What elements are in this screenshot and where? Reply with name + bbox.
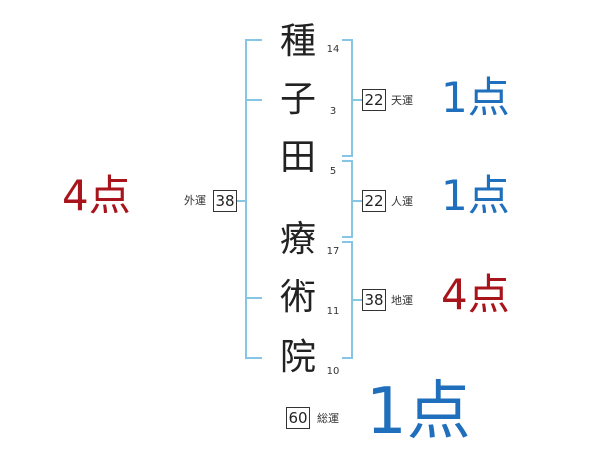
name-char-3: 田 xyxy=(279,137,316,178)
stroke-count-6: 10 xyxy=(326,366,340,377)
tenun-label: 天運 xyxy=(391,94,413,107)
right-bracket-tenun xyxy=(342,39,353,157)
right-bracket-chiun xyxy=(342,241,353,359)
name-char-4: 療 xyxy=(279,219,316,260)
stroke-count-3: 5 xyxy=(329,166,337,177)
souun-label: 総運 xyxy=(317,412,339,425)
souun-score: 1点 xyxy=(366,375,471,449)
stroke-count-1: 14 xyxy=(326,44,340,55)
chiun-label: 地運 xyxy=(391,294,413,307)
name-char-2: 子 xyxy=(279,79,316,120)
left-bracket xyxy=(245,39,262,359)
souun-value-box: 60 xyxy=(286,407,310,429)
jinun-score: 1点 xyxy=(441,171,510,220)
name-char-1: 種 xyxy=(279,21,316,62)
jinun-label: 人運 xyxy=(391,195,413,208)
chiun-score: 4点 xyxy=(441,270,510,319)
tenun-value-box: 22 xyxy=(362,89,386,111)
name-char-6: 院 xyxy=(279,337,316,378)
gaiun-label: 外運 xyxy=(184,194,206,207)
stroke-count-5: 11 xyxy=(326,306,340,317)
tenun-score: 1点 xyxy=(441,73,510,122)
stroke-count-4: 17 xyxy=(326,246,340,257)
chiun-value-box: 38 xyxy=(362,289,386,311)
stroke-count-2: 3 xyxy=(329,106,337,117)
right-bracket-jinun xyxy=(342,160,353,238)
name-char-5: 術 xyxy=(279,277,316,318)
gaiun-score: 4点 xyxy=(62,171,131,220)
gaiun-value-box: 38 xyxy=(213,190,237,212)
jinun-value-box: 22 xyxy=(362,190,386,212)
